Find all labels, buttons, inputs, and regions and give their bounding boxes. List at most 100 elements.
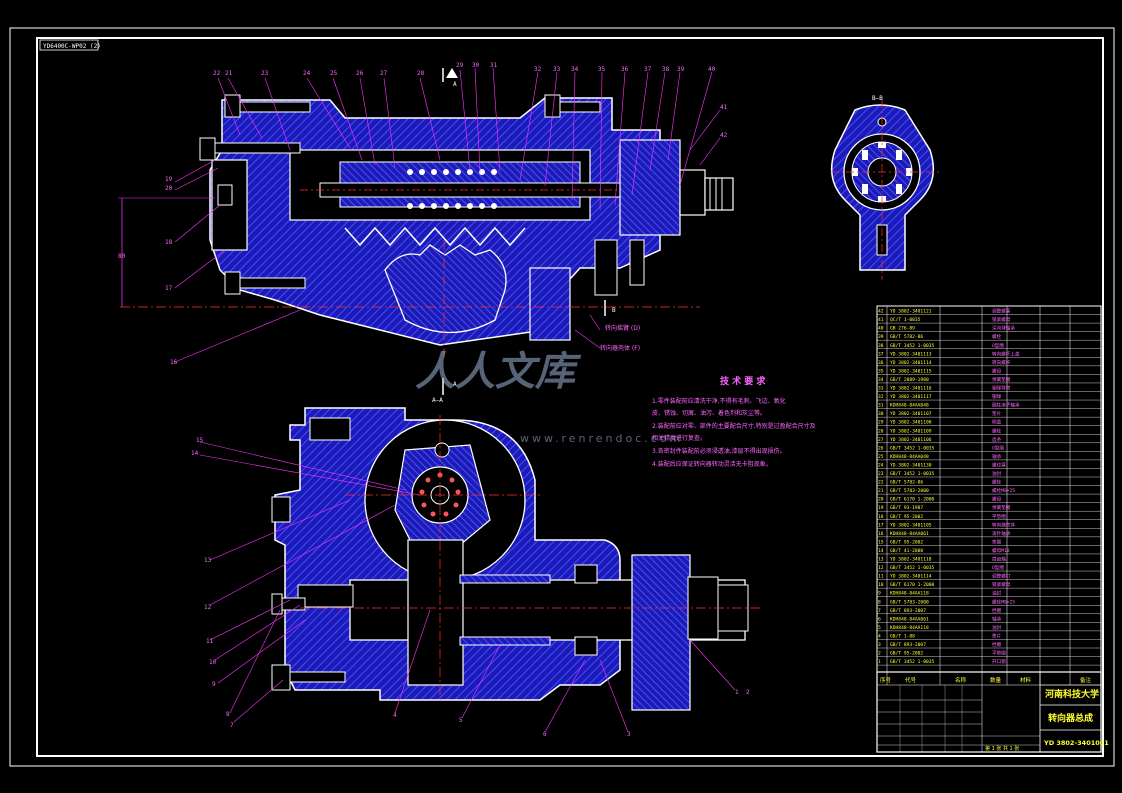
bom-name: 轴承 <box>992 615 1002 622</box>
bom-name: 弹簧垫圈 <box>992 376 1011 383</box>
bom-code: GB/T 95-2002 <box>890 539 923 545</box>
bom-index: 15 <box>878 539 884 545</box>
balloon-5: 5 <box>459 717 463 724</box>
bom-name: 油封 <box>992 590 1002 597</box>
bom-name: 滚针轴承 <box>992 530 1011 537</box>
bom-name: 螺纹塞 <box>992 461 1006 468</box>
bom-name: 圆柱滚子轴承 <box>992 402 1020 409</box>
bom-code: GB/T 6170 1-2000 <box>890 497 934 503</box>
bom-name: O型圈 <box>992 444 1004 451</box>
bom-code: GB/T 2089-1980 <box>890 377 929 383</box>
bom-name: 转向器壳体 <box>992 521 1015 528</box>
balloon-39: 39 <box>677 66 685 73</box>
bom-index: 33 <box>878 386 884 392</box>
bom-index: 23 <box>878 471 884 477</box>
balloon-29: 29 <box>456 62 464 69</box>
bom-index: 12 <box>878 565 884 571</box>
balloon-36: 36 <box>621 66 629 73</box>
balloon-41: 41 <box>720 104 728 111</box>
inner-frame <box>36 37 1104 757</box>
top-section-view: 80 <box>118 94 734 360</box>
bom-name: 钢球 <box>992 393 1002 400</box>
balloon-18: 18 <box>165 239 173 246</box>
bom-name: 调整螺钉 <box>992 573 1011 580</box>
bom-name: 轴承 <box>992 453 1002 460</box>
bb-section-view <box>830 100 940 280</box>
balloons-top: 22 21 23 24 25 26 27 28 29 30 31 32 33 3… <box>213 62 728 139</box>
balloon-24: 24 <box>303 70 311 77</box>
tech-req-item-2: 皮、锈蚀、切屑、油污、着色剂和灰尘等。 <box>652 409 766 417</box>
bom-index: 8 <box>878 599 881 605</box>
balloon-31: 31 <box>490 62 498 69</box>
balloon-27: 27 <box>380 70 388 77</box>
bom-index: 30 <box>878 411 884 417</box>
bom-name: 转向螺杆 <box>992 359 1011 366</box>
bom-code: YD 3802-3401115 <box>890 368 932 374</box>
bom-name: 挡圈 <box>992 607 1002 614</box>
tech-req-title: 技 术 要 求 <box>720 375 766 387</box>
balloon-17: 17 <box>165 285 173 292</box>
bom-code: KDH848-84AA061 <box>890 531 929 537</box>
bom-index: 3 <box>878 642 881 648</box>
bom-name: 平垫圈 <box>992 650 1006 657</box>
bom-code: GB/T 6170 1-2000 <box>890 582 934 588</box>
bom-name: 螺母 <box>992 367 1002 374</box>
watermark-cn: 人人文库 <box>415 349 582 395</box>
balloon-28: 28 <box>417 70 425 77</box>
bom-index: 25 <box>878 454 884 460</box>
title-block: 河南科技大学 转向器总成 YD 3802-3401001 第 1 张 共 1 张 <box>876 671 1109 753</box>
bom-name: 螺栓M8×25 <box>992 598 1015 605</box>
balloons-left-bottom: 15 14 13 12 11 10 9 8 7 <box>191 437 234 729</box>
bom-index: 22 <box>878 480 884 486</box>
outer-frame <box>9 27 1115 767</box>
bom-code: GB/T 893-2007 <box>890 642 926 648</box>
bom-code: GB/T 893-2007 <box>890 608 926 614</box>
bom-name: 垫片 <box>992 410 1002 417</box>
tech-req-item-1: 1.零件装配前应清洗干净,不得有毛刺、飞边、氧化 <box>652 397 786 405</box>
bom-code: GB/T 5783-2000 <box>890 488 929 494</box>
bom-code: YD 3802-3401106 <box>890 437 932 443</box>
bom-index: 19 <box>878 505 884 511</box>
bom-code: GB 276-89 <box>890 326 915 332</box>
tech-req-item-3: 2.装配前应对零、部件的主要配合尺寸,特别是过盈配合尺寸及 <box>652 422 816 430</box>
balloon-37: 37 <box>644 66 652 73</box>
bom-code: QC/T 1-0035 <box>890 317 921 323</box>
bom-name: 油封 <box>992 624 1002 631</box>
balloon-35: 35 <box>598 66 606 73</box>
bom-name: O型圈 <box>992 342 1004 349</box>
balloon-12: 12 <box>204 604 212 611</box>
balloon-1: 1 <box>735 689 739 696</box>
bom-code: GB/T 95-2002 <box>890 514 923 520</box>
drawing-code-text: YD6400C-WP02 (2) <box>43 43 101 50</box>
watermark: 人人文库 www.renrendoc.com <box>415 349 683 445</box>
balloon-20: 20 <box>165 185 173 192</box>
balloon-42: 42 <box>720 132 728 139</box>
drawing-code-box: YD6400C-WP02 (2) <box>39 39 101 51</box>
bom-index: 20 <box>878 497 884 503</box>
label-b: B <box>612 307 616 314</box>
bom-code: GB/T 3452 1-0035 <box>890 471 934 477</box>
bom-index: 41 <box>878 317 884 323</box>
balloon-8: 8 <box>226 711 230 718</box>
bom-name: 扇齿轴 <box>992 556 1006 563</box>
balloon-9: 9 <box>212 681 216 688</box>
bom-name: 螺母 <box>992 496 1002 503</box>
bom-code: KDH848-84AA061 <box>890 616 929 622</box>
bom-code: GB/T 5782-86 <box>890 480 923 486</box>
bom-name: 齿条 <box>992 436 1002 443</box>
bom-code: GB/T 3452 1-0035 <box>890 343 934 349</box>
bom-index: 7 <box>878 608 881 614</box>
bom-code: KDH848-84AA118 <box>890 625 929 631</box>
bom-code: YD 3802-3401107 <box>890 411 932 417</box>
bom-name: 转向螺杆上盖 <box>992 350 1020 357</box>
bom-index: 5 <box>878 625 881 631</box>
watermark-url: www.renrendoc.com <box>520 432 683 445</box>
balloon-33: 33 <box>553 66 561 73</box>
bom-name: 侧盖 <box>992 419 1002 426</box>
bom-code: KDH848-84AA048 <box>890 454 929 460</box>
bom-name: 垫圈 <box>992 538 1002 545</box>
balloon-7: 7 <box>230 722 234 729</box>
bom-code: YD 3802-3401113 <box>890 351 932 357</box>
balloon-11: 11 <box>206 638 214 645</box>
bom-index: 29 <box>878 420 884 426</box>
